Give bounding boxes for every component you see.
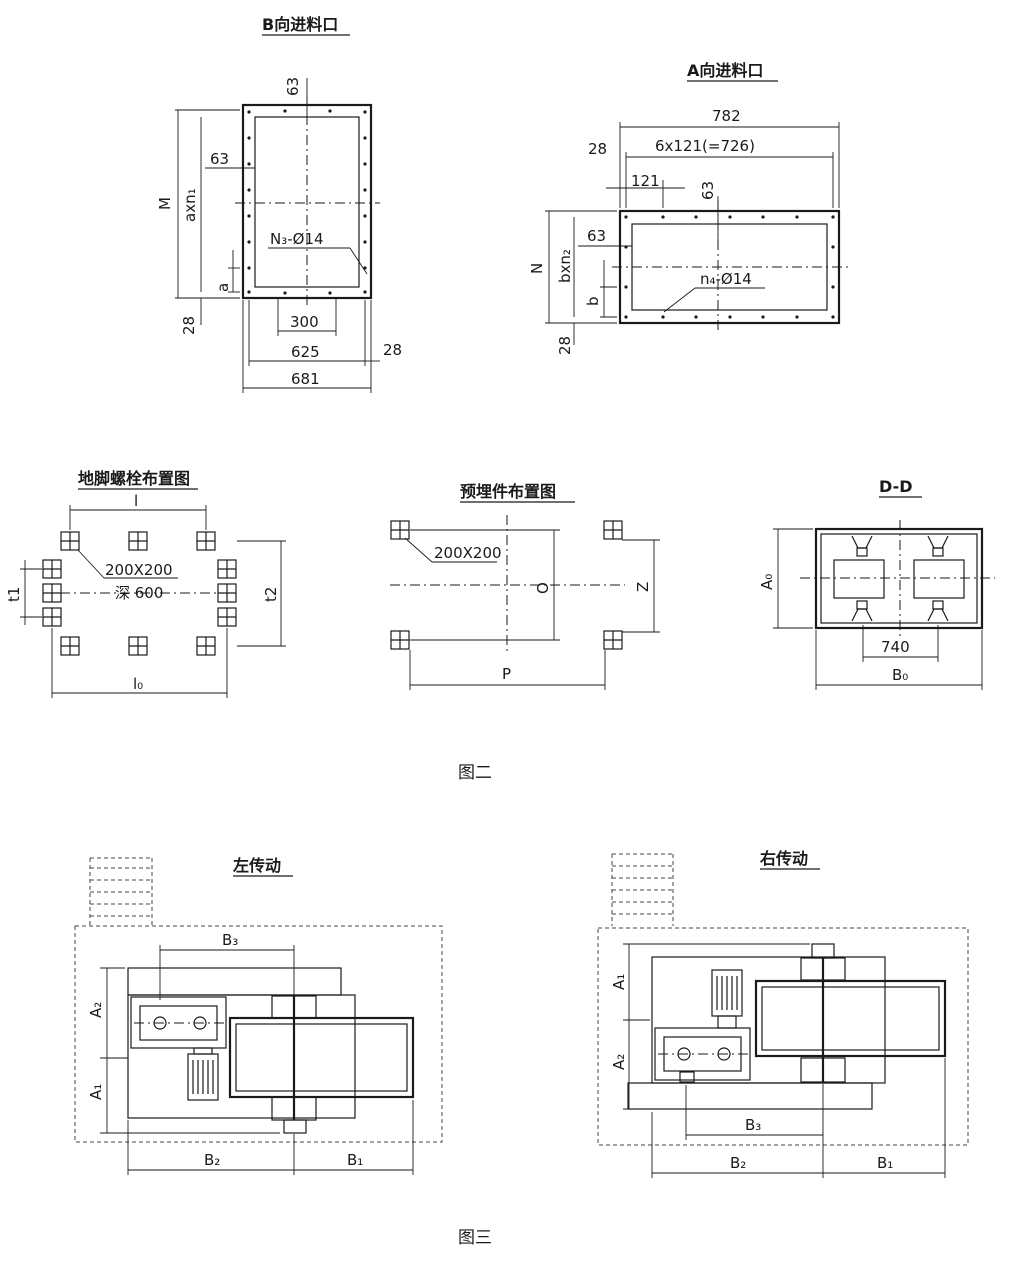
inlet-b-dim-height: M — [156, 197, 174, 210]
anchor-layout-dim-bottom: l₀ — [133, 675, 143, 693]
inlet-b-bolt-holes — [247, 109, 367, 295]
anchor-layout-drawing: 地脚螺栓布置图 l 200X200 深 600 t1 t2 l₀ — [5, 469, 286, 698]
inlet-a-title: A向进料口 — [687, 61, 763, 80]
inlet-a-dim-side: 63 — [587, 227, 606, 245]
left-drive-drawing: 左传动 B₃ — [74, 856, 443, 1175]
embed-layout-note: 200X200 — [434, 544, 502, 562]
inlet-b-hole-note: N₃-Ø14 — [270, 230, 324, 248]
inlet-a-dim-pitch-total-v: bxn₂ — [556, 249, 574, 283]
inlet-a-hole-note: n₄-Ø14 — [700, 270, 752, 288]
right-drive-dim-b1: B₁ — [877, 1154, 893, 1172]
inlet-b-dim-mid: 625 — [291, 343, 320, 361]
section-dd-dim-b0: B₀ — [892, 666, 908, 684]
anchor-layout-title: 地脚螺栓布置图 — [78, 469, 190, 488]
inlet-b-dim-inner: 300 — [290, 313, 319, 331]
left-drive-stack — [89, 857, 153, 925]
right-drive-stack — [611, 853, 674, 926]
anchor-layout-dim-right: t2 — [262, 587, 280, 602]
embed-layout-drawing: 预埋件布置图 200X200 O Z P — [390, 482, 660, 690]
inlet-a-drawing: A向进料口 782 6x121(=726) 28 121 — [528, 61, 850, 355]
inlet-a-dim-bottom-gap: 28 — [556, 336, 574, 355]
embed-layout-dim-p: P — [502, 665, 511, 683]
inlet-a-dim-outer: 782 — [712, 107, 741, 125]
embed-layout-dim-z: Z — [634, 582, 652, 592]
inlet-a-bolt-holes — [624, 215, 835, 319]
section-dd-rollers — [851, 535, 949, 622]
inlet-b-dim-pitch-total: axn₁ — [181, 188, 199, 222]
inlet-b-drawing: B向进料口 63 63 M axn₁ — [156, 15, 402, 393]
inlet-a-dim-pitch-v: b — [584, 296, 602, 306]
inlet-b-dim-side: 63 — [210, 150, 229, 168]
left-drive-dim-b3: B₃ — [222, 931, 238, 949]
right-drive-dim-b3: B₃ — [745, 1116, 761, 1134]
right-drive-dim-a1: A₁ — [610, 974, 628, 990]
inlet-b-dim-pitch: a — [214, 283, 232, 292]
right-drive-dim-b2: B₂ — [730, 1154, 746, 1172]
left-drive-dim-b1: B₁ — [347, 1151, 363, 1169]
anchor-layout-dim-left: t1 — [5, 587, 23, 602]
right-drive-dim-a2: A₂ — [610, 1054, 628, 1070]
left-drive-dim-a2: A₂ — [87, 1002, 105, 1018]
inlet-a-dim-top: 63 — [699, 181, 717, 200]
inlet-b-dim-right-gap: 28 — [383, 341, 402, 359]
left-drive-dim-a1: A₁ — [87, 1084, 105, 1100]
embed-layout-title: 预埋件布置图 — [460, 482, 556, 501]
figure-2-caption: 图二 — [458, 763, 492, 783]
inlet-b-title: B向进料口 — [262, 15, 338, 34]
section-dd-title: D-D — [879, 477, 913, 496]
anchor-layout-note-size: 200X200 — [105, 561, 173, 579]
anchor-layout-note-depth: 深 600 — [115, 584, 163, 602]
inlet-a-dim-pitch-total: 6x121(=726) — [655, 137, 755, 155]
section-dd-drawing: D-D A₀ 740 B₀ — [758, 477, 995, 690]
inlet-b-dim-bottom-gap: 28 — [180, 316, 198, 335]
inlet-a-dim-left-gap: 28 — [588, 140, 607, 158]
inlet-b-dim-top: 63 — [284, 77, 302, 96]
inlet-a-dim-height: N — [528, 263, 546, 274]
figure-3-caption: 图三 — [458, 1228, 492, 1248]
embed-layout-dim-o: O — [534, 582, 552, 594]
section-dd-dim-inner: 740 — [881, 638, 910, 656]
inlet-b-dim-outer: 681 — [291, 370, 320, 388]
anchor-layout-dim-top: l — [134, 492, 138, 510]
inlet-a-dim-pitch: 121 — [631, 172, 660, 190]
right-drive-drawing: 右传动 A₁ — [597, 849, 969, 1178]
right-drive-title: 右传动 — [760, 849, 808, 868]
section-dd-dim-a0: A₀ — [758, 574, 776, 590]
left-drive-title: 左传动 — [232, 856, 281, 875]
left-drive-dim-b2: B₂ — [204, 1151, 220, 1169]
